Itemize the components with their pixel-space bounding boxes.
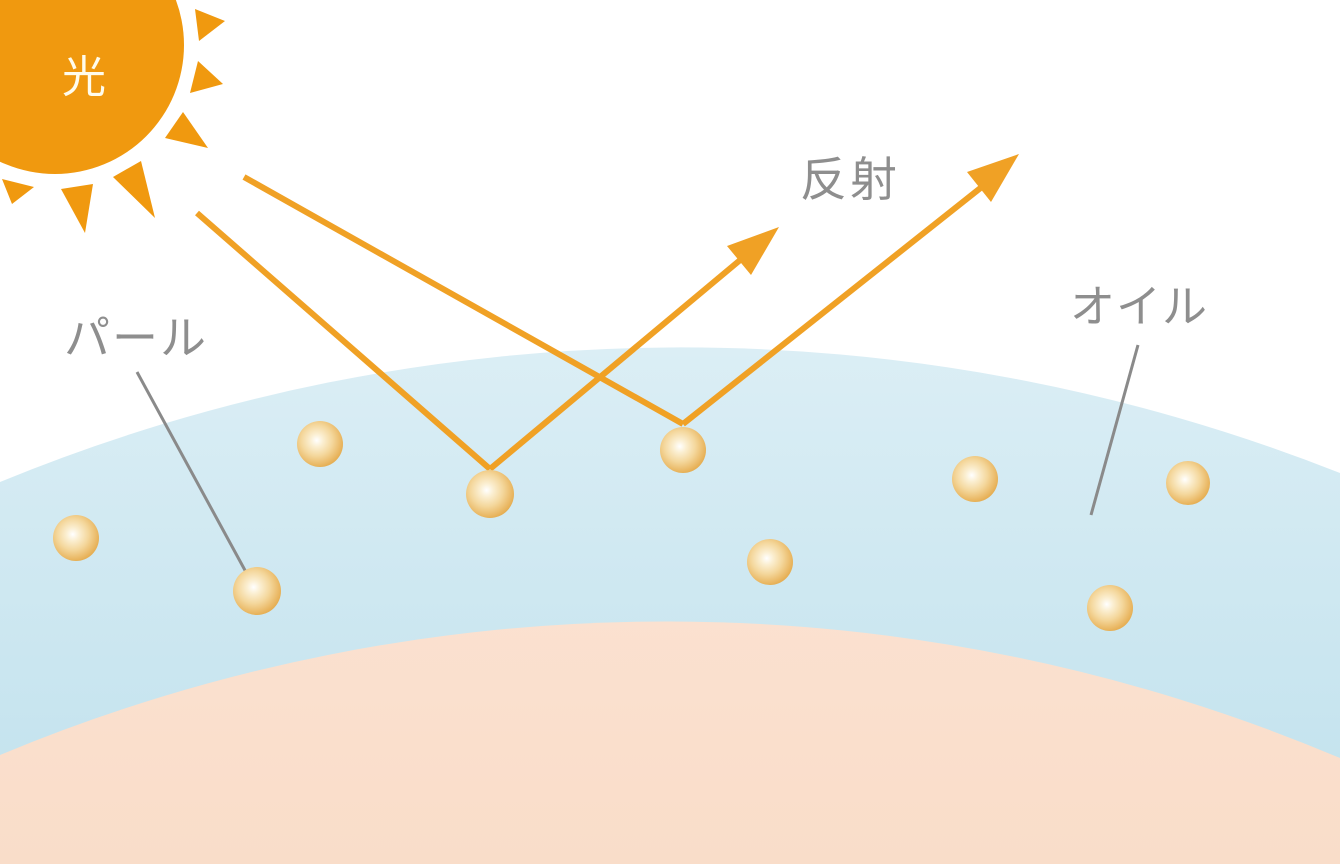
sun-disc xyxy=(0,0,184,174)
oil-label: オイル xyxy=(1070,281,1209,332)
pearl-pointer-line xyxy=(135,371,255,586)
pearl xyxy=(952,456,998,502)
skin-layer-shape xyxy=(0,621,1340,864)
reflected-ray-2 xyxy=(681,183,985,427)
arrowhead-2 xyxy=(967,154,1019,202)
incident-ray-1 xyxy=(195,210,492,472)
pearl xyxy=(297,421,343,467)
arrowhead-1 xyxy=(727,227,779,275)
sun-ray xyxy=(2,179,34,204)
pearl xyxy=(1166,461,1210,505)
reflection-label: 反射 xyxy=(800,153,900,206)
light-label: 光 xyxy=(62,53,106,102)
pearl xyxy=(466,470,514,518)
oil-pointer-line xyxy=(1089,344,1140,516)
sun-ray xyxy=(195,9,225,41)
sun-ray xyxy=(113,161,155,218)
pearl xyxy=(1087,585,1133,631)
sun-ray xyxy=(190,61,223,93)
pearl xyxy=(233,567,281,615)
pearl-label: パール xyxy=(64,312,208,364)
light-beams xyxy=(195,174,985,472)
pearl xyxy=(747,539,793,585)
arrowheads xyxy=(727,154,1019,275)
sun-ray xyxy=(165,112,208,148)
pearls-group xyxy=(53,421,1210,631)
pearl xyxy=(53,515,99,561)
pearl xyxy=(660,427,706,473)
reflected-ray-1 xyxy=(488,253,747,472)
incident-ray-2 xyxy=(242,174,685,427)
sun-rays xyxy=(2,9,225,233)
sun-icon xyxy=(0,0,225,233)
pointer-lines xyxy=(135,344,1140,586)
sun-ray xyxy=(61,184,93,233)
